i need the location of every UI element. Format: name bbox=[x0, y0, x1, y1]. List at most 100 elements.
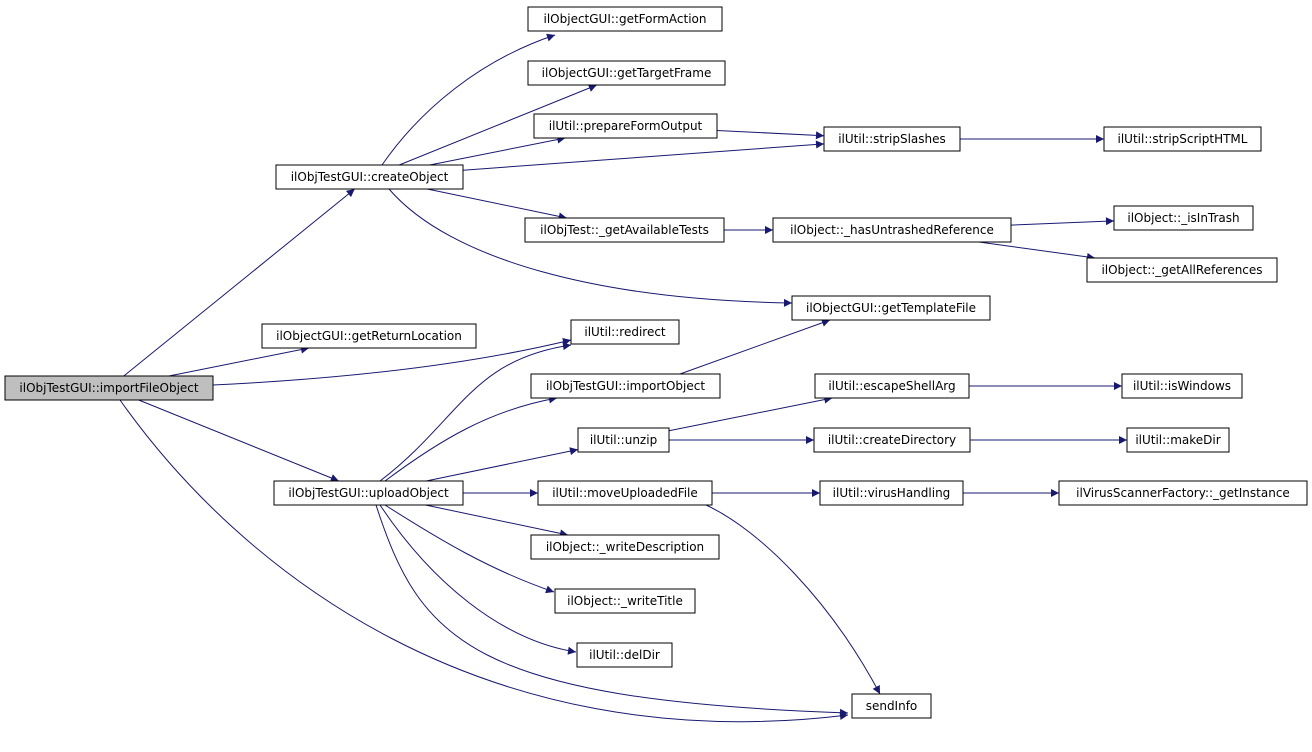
edge-createObject-to-stripSlashes bbox=[462, 140, 825, 171]
edge-moveUploadedFile-to-sendInfo bbox=[705, 504, 881, 695]
node-sendInfo[interactable]: sendInfo bbox=[851, 693, 932, 719]
node-importFileObject[interactable]: ilObjTestGUI::importFileObject bbox=[4, 375, 214, 401]
node-moveUploadedFile[interactable]: ilUtil::moveUploadedFile bbox=[537, 480, 713, 506]
node-label: ilObject::_getAllReferences bbox=[1101, 263, 1262, 277]
edge-uploadObject-to-unzip bbox=[426, 447, 579, 482]
node-makeDir[interactable]: ilUtil::makeDir bbox=[1126, 427, 1230, 453]
edge-importFileObject-to-sendInfo bbox=[119, 399, 849, 723]
node-label: ilObjectGUI::getFormAction bbox=[544, 12, 707, 26]
node-box bbox=[524, 217, 725, 243]
node-box bbox=[791, 295, 991, 321]
node-redirect[interactable]: ilUtil::redirect bbox=[570, 319, 680, 345]
edge-createObject-to-getAvailableTests bbox=[427, 188, 567, 221]
node-label: ilUtil::delDir bbox=[589, 648, 660, 662]
node-box bbox=[527, 6, 723, 32]
node-box bbox=[533, 113, 718, 139]
node-box bbox=[813, 427, 971, 453]
node-getReturnLocation[interactable]: ilObjectGUI::getReturnLocation bbox=[261, 323, 477, 349]
node-getTargetFrame[interactable]: ilObjectGUI::getTargetFrame bbox=[527, 60, 726, 86]
node-label: ilUtil::prepareFormOutput bbox=[549, 119, 703, 133]
edge-uploadObject-to-writeTitle bbox=[384, 504, 555, 594]
node-label: sendInfo bbox=[866, 699, 918, 713]
node-box bbox=[823, 126, 961, 152]
node-label: ilObject::_writeDescription bbox=[546, 540, 704, 554]
node-label: ilObject::_writeTitle bbox=[567, 594, 683, 608]
node-isWindows[interactable]: ilUtil::isWindows bbox=[1121, 373, 1243, 399]
node-label: ilObjectGUI::getTargetFrame bbox=[542, 66, 712, 80]
node-getTemplateFile[interactable]: ilObjectGUI::getTemplateFile bbox=[791, 295, 991, 321]
node-getInstance[interactable]: ilVirusScannerFactory::_getInstance bbox=[1058, 480, 1308, 506]
node-box bbox=[530, 534, 720, 560]
node-box bbox=[273, 480, 464, 506]
node-label: ilObjectGUI::getTemplateFile bbox=[806, 301, 976, 315]
node-getAvailableTests[interactable]: ilObjTest::_getAvailableTests bbox=[524, 217, 725, 243]
node-unzip[interactable]: ilUtil::unzip bbox=[577, 427, 670, 453]
node-label: ilUtil::moveUploadedFile bbox=[552, 486, 698, 500]
node-box bbox=[275, 164, 464, 190]
node-label: ilObjTestGUI::importFileObject bbox=[19, 381, 198, 395]
edge-prepareFormOutput-to-stripSlashes bbox=[716, 130, 825, 140]
node-label: ilUtil::virusHandling bbox=[833, 486, 951, 500]
node-getAllReferences[interactable]: ilObject::_getAllReferences bbox=[1086, 257, 1278, 283]
edge-uploadObject-to-importObject bbox=[384, 395, 558, 482]
node-createObject[interactable]: ilObjTestGUI::createObject bbox=[275, 164, 464, 190]
edge-uploadObject-to-writeDescription bbox=[425, 504, 569, 538]
node-box bbox=[1126, 427, 1230, 453]
edge-importFileObject-to-uploadObject bbox=[138, 399, 339, 482]
node-box bbox=[4, 375, 214, 401]
node-uploadObject[interactable]: ilObjTestGUI::uploadObject bbox=[273, 480, 464, 506]
node-delDir[interactable]: ilUtil::delDir bbox=[576, 642, 673, 668]
node-box bbox=[554, 588, 696, 614]
nodes: ilObjTestGUI::importFileObjectilObjTestG… bbox=[4, 6, 1308, 719]
node-box bbox=[1121, 373, 1243, 399]
node-box bbox=[577, 427, 670, 453]
edge-importObject-to-getTemplateFile bbox=[679, 318, 831, 375]
node-createDirectory[interactable]: ilUtil::createDirectory bbox=[813, 427, 971, 453]
node-label: ilObject::_hasUntrashedReference bbox=[790, 223, 994, 237]
edge-createObject-to-getFormAction bbox=[381, 33, 556, 166]
node-prepareFormOutput[interactable]: ilUtil::prepareFormOutput bbox=[533, 113, 718, 139]
node-box bbox=[1103, 126, 1262, 152]
node-box bbox=[851, 693, 932, 719]
node-label: ilObject::_isInTrash bbox=[1127, 211, 1239, 225]
node-label: ilUtil::stripScriptHTML bbox=[1118, 132, 1248, 146]
node-box bbox=[1058, 480, 1308, 506]
node-box bbox=[537, 480, 713, 506]
edge-createObject-to-prepareFormOutput bbox=[429, 135, 566, 166]
node-virusHandling[interactable]: ilUtil::virusHandling bbox=[819, 480, 964, 506]
node-box bbox=[819, 480, 964, 506]
node-importObject[interactable]: ilObjTestGUI::importObject bbox=[530, 373, 721, 399]
node-label: ilUtil::escapeShellArg bbox=[828, 379, 955, 393]
node-box bbox=[576, 642, 673, 668]
edge-uploadObject-to-delDir bbox=[379, 504, 577, 655]
node-escapeShellArg[interactable]: ilUtil::escapeShellArg bbox=[814, 373, 970, 399]
edge-importFileObject-to-redirect bbox=[212, 337, 572, 386]
node-box bbox=[1113, 205, 1254, 231]
edge-uploadObject-to-redirect bbox=[379, 342, 572, 482]
node-getFormAction[interactable]: ilObjectGUI::getFormAction bbox=[527, 6, 723, 32]
edge-createObject-to-getTemplateFile bbox=[388, 188, 793, 307]
node-box bbox=[530, 373, 721, 399]
edge-createObject-to-getTargetFrame bbox=[399, 84, 597, 166]
node-label: ilObjTestGUI::createObject bbox=[291, 170, 449, 184]
edge-uploadObject-to-sendInfo bbox=[375, 504, 849, 717]
node-stripSlashes[interactable]: ilUtil::stripSlashes bbox=[823, 126, 961, 152]
edge-unzip-to-escapeShellArg bbox=[668, 395, 833, 432]
node-label: ilObjTest::_getAvailableTests bbox=[540, 223, 709, 237]
node-box bbox=[772, 217, 1012, 243]
node-label: ilUtil::createDirectory bbox=[828, 433, 956, 447]
node-box bbox=[570, 319, 680, 345]
node-label: ilUtil::redirect bbox=[584, 325, 666, 339]
node-box bbox=[527, 60, 726, 86]
node-label: ilObjectGUI::getReturnLocation bbox=[276, 329, 462, 343]
node-label: ilUtil::makeDir bbox=[1135, 433, 1220, 447]
node-writeDescription[interactable]: ilObject::_writeDescription bbox=[530, 534, 720, 560]
node-writeTitle[interactable]: ilObject::_writeTitle bbox=[554, 588, 696, 614]
node-hasUntrashedReference[interactable]: ilObject::_hasUntrashedReference bbox=[772, 217, 1012, 243]
node-isInTrash[interactable]: ilObject::_isInTrash bbox=[1113, 205, 1254, 231]
edge-importFileObject-to-getReturnLocation bbox=[168, 345, 310, 377]
node-label: ilObjTestGUI::uploadObject bbox=[288, 486, 449, 500]
node-stripScriptHTML[interactable]: ilUtil::stripScriptHTML bbox=[1103, 126, 1262, 152]
node-label: ilObjTestGUI::importObject bbox=[546, 379, 705, 393]
